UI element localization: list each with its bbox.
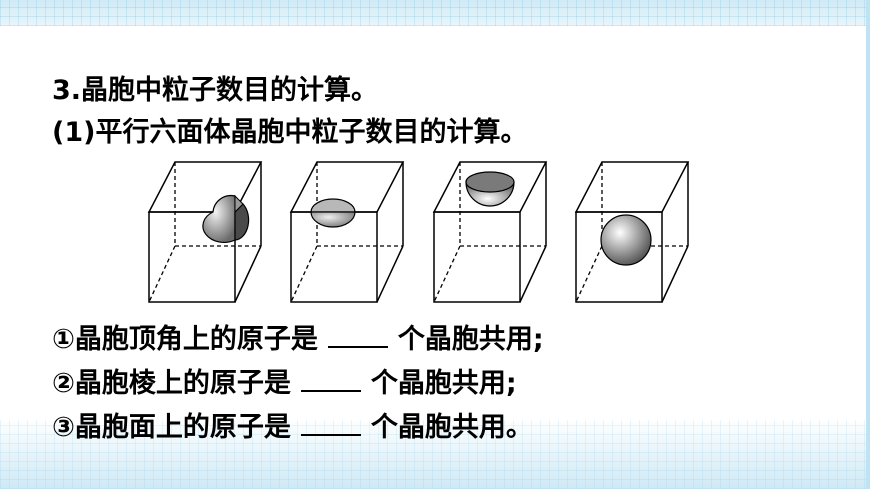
question-row-edge: ②晶胞棱上的原子是 个晶胞共用; (52, 366, 517, 401)
question-text-before: 晶胞棱上的原子是 (74, 368, 291, 399)
question-row-face: ③晶胞面上的原子是 个晶胞共用。 (52, 410, 533, 445)
cube-figure-corner-atom (147, 152, 271, 310)
bottom-decorative-band (0, 420, 870, 489)
question-marker: ② (52, 368, 75, 399)
question-text-before: 晶胞面上的原子是 (74, 412, 291, 443)
question-text-after: 个晶胞共用。 (370, 412, 533, 443)
answer-blank (300, 366, 361, 392)
question-text-before: 晶胞顶角上的原子是 (74, 324, 318, 355)
cube-figure-edge-atom (289, 152, 413, 310)
top-decorative-band (0, 0, 870, 26)
subsection-heading: (1)平行六面体晶胞中粒子数目的计算。 (52, 117, 528, 148)
section-heading: 3.晶胞中粒子数目的计算。 (52, 75, 379, 106)
answer-blank (300, 410, 361, 436)
question-text-after: 个晶胞共用; (370, 368, 517, 399)
question-text-after: 个晶胞共用; (397, 324, 544, 355)
question-marker: ① (52, 324, 75, 355)
answer-blank (327, 322, 388, 348)
cube-figure-face-atom (432, 152, 556, 310)
cube-figure-body-atom (574, 152, 698, 310)
question-row-corner: ①晶胞顶角上的原子是 个晶胞共用; (52, 322, 544, 357)
right-edge-stripe (866, 0, 870, 489)
question-marker: ③ (52, 412, 75, 443)
